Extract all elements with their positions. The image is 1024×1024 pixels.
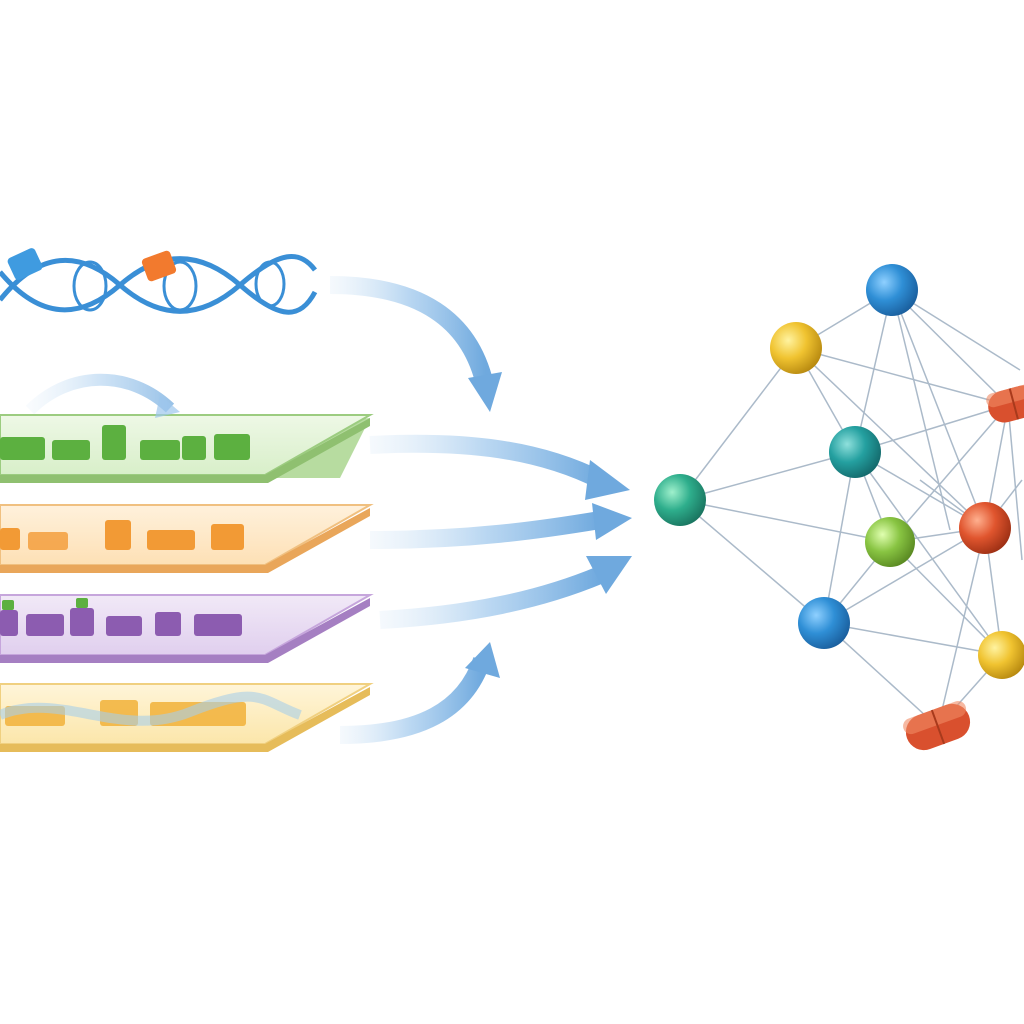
node-green-input — [654, 474, 706, 526]
purple-blocks — [0, 608, 242, 636]
flow-arrows — [329, 276, 632, 744]
node-lime — [865, 517, 915, 567]
node-yellow-right — [978, 631, 1024, 679]
node-orange-right — [959, 502, 1011, 554]
feedback-arrow — [25, 373, 175, 415]
green-blocks — [0, 425, 250, 460]
purple-omics-layer — [0, 594, 374, 663]
node-blue-top — [866, 264, 918, 316]
node-blue-bottom — [798, 597, 850, 649]
orange-omics-layer — [0, 504, 374, 573]
node-teal-center — [829, 426, 881, 478]
dna-marker-orange — [141, 250, 177, 282]
dna-marker-blue — [7, 248, 43, 280]
node-yellow-left — [770, 322, 822, 374]
arrow-from-purple — [379, 566, 604, 629]
capsule-bottom — [903, 701, 971, 751]
arrow-from-dna — [329, 276, 494, 388]
arrow-from-green — [369, 434, 605, 489]
arrow-from-yellow — [339, 656, 491, 744]
yellow-omics-layer — [0, 683, 374, 752]
green-omics-layer — [0, 414, 374, 483]
network-nodes — [654, 264, 1024, 679]
capsule-top — [986, 383, 1024, 423]
arrow-from-orange — [369, 511, 602, 549]
dna-helix — [0, 248, 318, 315]
orange-blocks — [0, 520, 244, 550]
